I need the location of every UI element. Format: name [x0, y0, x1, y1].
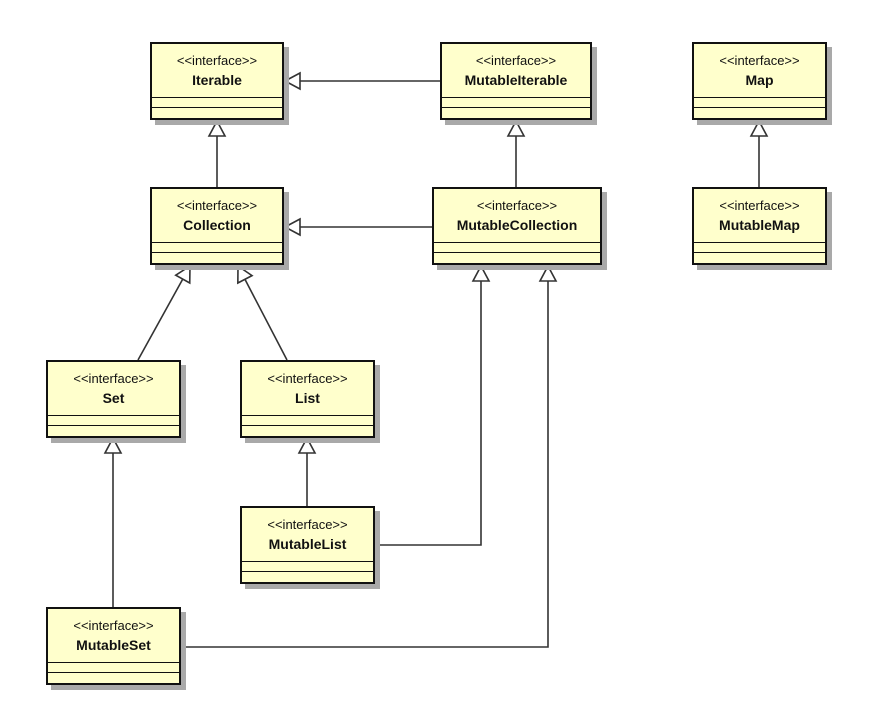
- node-header: <<interface>> List: [242, 362, 373, 415]
- interface-name: Set: [102, 390, 125, 406]
- node-box: <<interface>> MutableCollection: [432, 187, 602, 265]
- node-map[interactable]: <<interface>> Map: [692, 42, 832, 125]
- node-header: <<interface>> Map: [694, 44, 825, 97]
- interface-name: Iterable: [192, 72, 242, 88]
- node-set[interactable]: <<interface>> Set: [46, 360, 186, 443]
- interface-name: MutableMap: [719, 217, 800, 233]
- stereotype-label: <<interface>>: [176, 198, 258, 213]
- node-box: <<interface>> Collection: [150, 187, 284, 265]
- operations-divider: [434, 252, 600, 253]
- stereotype-label: <<interface>>: [267, 371, 348, 386]
- node-mutable-map[interactable]: <<interface>> MutableMap: [692, 187, 832, 270]
- interface-name: MutableCollection: [456, 217, 578, 233]
- interface-name: MutableIterable: [464, 72, 568, 88]
- attributes-divider: [694, 97, 825, 98]
- interface-name: MutableList: [268, 536, 347, 552]
- generalization-mutable-list-to-list: [297, 436, 317, 506]
- hollow-arrowhead: [538, 264, 558, 282]
- attributes-divider: [242, 415, 373, 416]
- attributes-divider: [48, 662, 179, 663]
- node-header: <<interface>> MutableIterable: [442, 44, 590, 97]
- operations-divider: [442, 107, 590, 108]
- generalization-mutable-map-to-map: [749, 119, 769, 187]
- hollow-arrowhead: [103, 436, 123, 454]
- stereotype-label: <<interface>>: [719, 198, 800, 213]
- generalization-set-to-collection: [137, 264, 191, 361]
- generalization-mutable-list-to-mutable-collection: [375, 264, 491, 546]
- node-header: <<interface>> Collection: [152, 189, 282, 242]
- edge-line: [375, 281, 482, 546]
- node-header: <<interface>> MutableList: [242, 508, 373, 561]
- attributes-divider: [242, 561, 373, 562]
- generalization-mutable-collection-to-mutable-iterable: [506, 119, 526, 187]
- hollow-arrowhead: [174, 264, 191, 285]
- hollow-arrowhead: [297, 436, 317, 454]
- node-iterable[interactable]: <<interface>> Iterable: [150, 42, 289, 125]
- generalization-list-to-collection: [237, 264, 288, 361]
- operations-divider: [242, 425, 373, 426]
- attributes-divider: [694, 242, 825, 243]
- operations-divider: [48, 672, 179, 673]
- stereotype-label: <<interface>>: [476, 198, 558, 213]
- node-box: <<interface>> Iterable: [150, 42, 284, 120]
- node-box: <<interface>> MutableMap: [692, 187, 827, 265]
- attributes-divider: [152, 242, 282, 243]
- node-mutable-list[interactable]: <<interface>> MutableList: [240, 506, 380, 589]
- stereotype-label: <<interface>>: [176, 53, 258, 68]
- generalization-mutable-iterable-to-iterable: [283, 71, 440, 91]
- interface-name: MutableSet: [76, 637, 151, 653]
- node-box: <<interface>> MutableSet: [46, 607, 181, 685]
- node-collection[interactable]: <<interface>> Collection: [150, 187, 289, 270]
- interface-name: Collection: [183, 217, 251, 233]
- generalization-mutable-set-to-mutable-collection: [181, 264, 558, 648]
- operations-divider: [152, 107, 282, 108]
- node-header: <<interface>> MutableMap: [694, 189, 825, 242]
- hollow-arrowhead: [237, 264, 254, 285]
- hollow-arrowhead: [506, 119, 526, 137]
- node-header: <<interface>> MutableCollection: [434, 189, 600, 242]
- operations-divider: [242, 571, 373, 572]
- attributes-divider: [48, 415, 179, 416]
- node-mutable-collection[interactable]: <<interface>> MutableCollection: [432, 187, 607, 270]
- node-box: <<interface>> Set: [46, 360, 181, 438]
- node-box: <<interface>> Map: [692, 42, 827, 120]
- attributes-divider: [434, 242, 600, 243]
- generalization-mutable-set-to-set: [103, 436, 123, 607]
- node-box: <<interface>> MutableList: [240, 506, 375, 584]
- generalization-mutable-collection-to-collection: [283, 217, 432, 237]
- stereotype-label: <<interface>>: [73, 371, 154, 386]
- hollow-arrowhead: [471, 264, 491, 282]
- hollow-arrowhead: [207, 119, 227, 137]
- generalization-collection-to-iterable: [207, 119, 227, 187]
- node-header: <<interface>> Iterable: [152, 44, 282, 97]
- node-header: <<interface>> MutableSet: [48, 609, 179, 662]
- hollow-arrowhead: [749, 119, 769, 137]
- attributes-divider: [152, 97, 282, 98]
- node-box: <<interface>> List: [240, 360, 375, 438]
- node-box: <<interface>> MutableIterable: [440, 42, 592, 120]
- operations-divider: [694, 252, 825, 253]
- node-mutable-iterable[interactable]: <<interface>> MutableIterable: [440, 42, 597, 125]
- interface-name: Map: [745, 72, 774, 88]
- operations-divider: [152, 252, 282, 253]
- stereotype-label: <<interface>>: [73, 618, 154, 633]
- stereotype-label: <<interface>>: [475, 53, 557, 68]
- interface-name: List: [295, 390, 320, 406]
- edge-line: [244, 278, 288, 361]
- node-header: <<interface>> Set: [48, 362, 179, 415]
- operations-divider: [48, 425, 179, 426]
- operations-divider: [694, 107, 825, 108]
- edge-line: [137, 278, 184, 361]
- hollow-arrowhead: [283, 217, 301, 237]
- node-mutable-set[interactable]: <<interface>> MutableSet: [46, 607, 186, 690]
- edge-line: [181, 281, 549, 648]
- stereotype-label: <<interface>>: [267, 517, 348, 532]
- node-list[interactable]: <<interface>> List: [240, 360, 380, 443]
- attributes-divider: [442, 97, 590, 98]
- stereotype-label: <<interface>>: [719, 53, 800, 68]
- hollow-arrowhead: [283, 71, 301, 91]
